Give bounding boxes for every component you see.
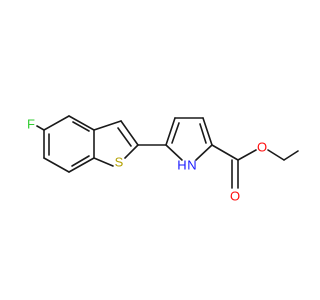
bond [93,120,122,131]
atom-nitrogen-h: H [177,158,186,173]
bond [195,144,213,161]
atom-nitrogen: N [187,158,196,173]
structure-canvas: F S H N O O [27,115,299,204]
thiophene-ring [93,120,139,167]
bond [124,144,139,159]
bond [165,117,176,146]
bond [43,115,70,131]
double-bond-inner [171,122,180,144]
double-bond-inner [117,127,132,147]
double-bond-inner [199,123,207,144]
ester-group [211,144,299,189]
bond [68,157,95,173]
bond [267,149,285,161]
pyrrole-ring [165,117,213,161]
atom-oxygen-carbonyl: O [230,189,240,204]
atom-oxygen-ester: O [257,140,267,155]
benzene-ring [43,115,95,173]
bond [43,157,70,173]
bond-c-f [36,125,45,131]
double-bond-inner [72,121,90,132]
bond [283,150,299,161]
bond [68,115,95,131]
bond [93,157,114,167]
bond [202,117,213,146]
bond [211,144,239,161]
atom-sulfur: S [115,155,124,170]
bond [237,149,257,161]
bond [165,144,183,161]
double-bond-inner [71,155,90,167]
bond [120,120,139,146]
atom-fluorine: F [27,117,35,132]
